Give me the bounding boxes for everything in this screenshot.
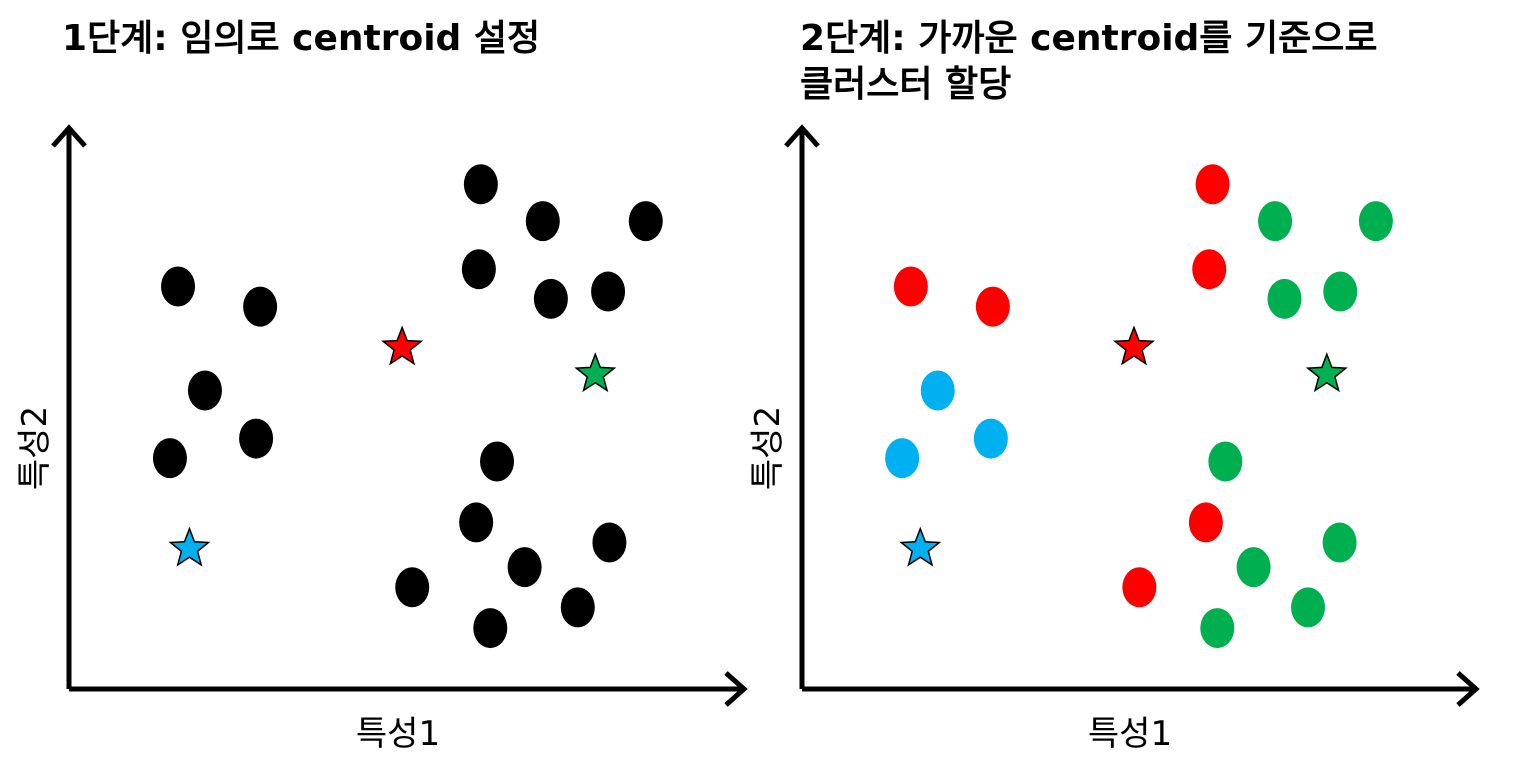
panel-2-data-point [1358,201,1393,242]
panel-2-centroid-star [899,526,942,567]
panel-1-centroid-star [168,526,211,567]
panel-1-data-point [480,441,515,482]
panel-2-data-point [1192,249,1227,290]
panel-2-data-point [920,370,955,411]
panel-2-data-point [885,438,920,479]
panel-1-data-point [591,271,626,312]
panel-2-data-point [1291,587,1326,628]
panel-2-data-point [1208,441,1243,482]
panel-1-y-label: 특성2 [15,406,55,490]
panel-1-data-point [560,587,595,628]
panel-1-data-point [239,418,274,459]
panel-1-data-point [628,201,663,242]
panel-1-axes: 특성1 특성2 [15,124,748,754]
panel-1-data-point [395,567,430,608]
panel-2-x-arrow [1456,671,1480,707]
panel-2-data-point [973,418,1008,459]
panel-2-data-point [1258,201,1293,242]
panel-1-centroid-star [381,325,424,366]
panel-2-data-point [1323,271,1358,312]
panel-2-data-point [1236,547,1271,588]
panel-2-data-point [975,286,1010,327]
panel-2-data-point [1322,522,1357,563]
panel-1-data-point [152,438,187,479]
panel-2-x-label: 특성1 [1088,714,1172,754]
panel-1-x-arrow [724,671,748,707]
panel-1-data-point [243,286,278,327]
panel-2-data-point [1122,567,1157,608]
panel-2-data-point [1200,608,1235,649]
panel-2-data-point [1267,278,1302,319]
panel-1-data-point [507,547,542,588]
panel-2-data-point [1188,502,1223,543]
panel-1-centroid-star [574,352,617,393]
panel-2-centroid-star [1305,352,1348,393]
panel-1-y-arrow [51,124,87,148]
panel-1-data-point [533,278,568,319]
panel-2-data-point [893,266,928,307]
panel-1-data-point [473,608,508,649]
panel-1-plot-area [152,164,663,649]
panel-2-plot-area [885,164,1393,649]
panel-1-data-point [161,266,196,307]
panel-2-title: 2단계: 가까운 centroid를 기준으로 클러스터 할당 [800,18,1378,105]
panel-1-data-point [463,164,498,205]
panel-1-data-point [459,502,494,543]
panel-2-centroid-star [1112,325,1155,366]
panel-1-title: 1단계: 임의로 centroid 설정 [62,18,541,59]
panel-2-data-point [1195,164,1230,205]
panel-1-data-point [461,249,496,290]
panel-2-y-label: 특성2 [748,406,788,490]
panel-2-axes: 특성1 특성2 [748,124,1480,754]
panel-1-data-point [592,522,627,563]
panel-1-x-label: 특성1 [356,714,440,754]
panel-1-data-point [525,201,560,242]
panel-2-y-arrow [784,124,820,148]
panel-1-data-point [187,370,222,411]
